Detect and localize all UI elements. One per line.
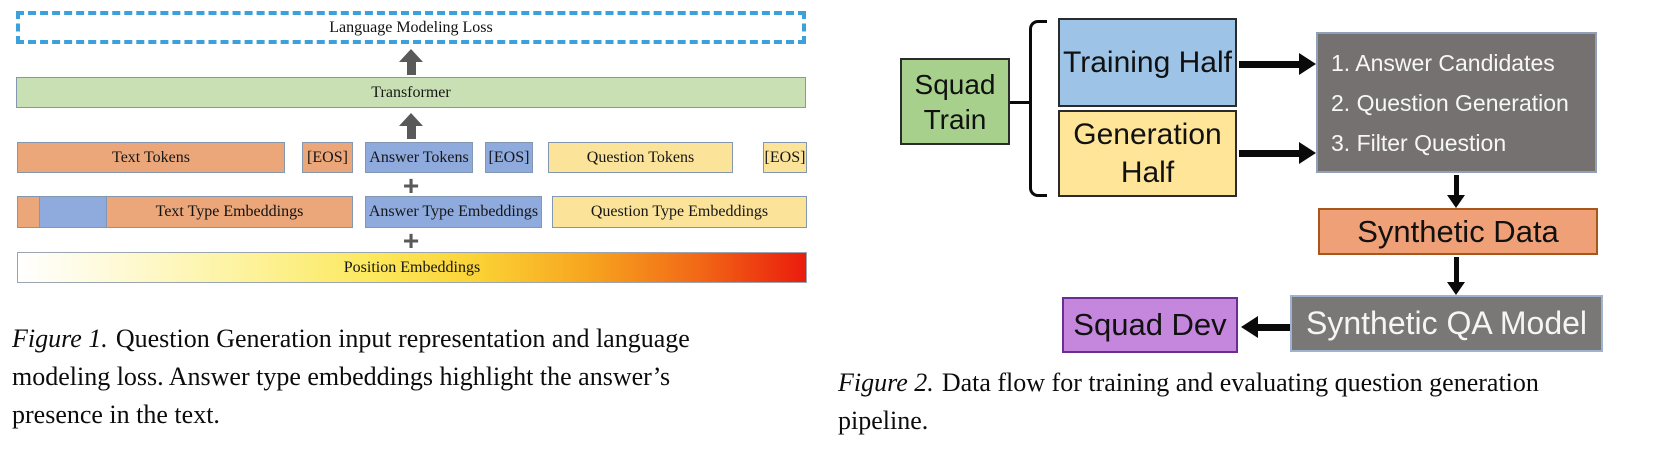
- arrow-head: [1447, 282, 1465, 295]
- split-bracket: [1029, 20, 1047, 197]
- eos-box-text: [EOS]: [302, 142, 353, 173]
- up-arrow-icon: [399, 113, 423, 139]
- eos-label: [EOS]: [488, 148, 530, 166]
- arrow-down-icon: [1447, 257, 1465, 295]
- answer-tokens-label: Answer Tokens: [369, 148, 469, 166]
- answer-type-embeddings-label: Answer Type Embeddings: [368, 203, 539, 220]
- eos-box-question: [EOS]: [763, 142, 807, 173]
- pipeline-step: 1. Answer Candidates: [1331, 49, 1555, 76]
- squad-train-label: Squad Train: [914, 68, 996, 135]
- figure2-label: Figure 2.: [838, 368, 934, 397]
- caption-line: Figure 2.Data flow for training and eval…: [838, 364, 1539, 402]
- caption-text: Data flow for training and evaluating qu…: [941, 368, 1539, 397]
- synthetic-data-label: Synthetic Data: [1357, 213, 1559, 249]
- arrow-shaft: [1453, 175, 1459, 195]
- arrow-shaft: [1258, 323, 1290, 331]
- arrow-head: [399, 113, 423, 126]
- arrow-head: [399, 49, 423, 62]
- figure1-caption: Figure 1.Question Generation input repre…: [12, 320, 690, 434]
- squad-train-box: Squad Train: [900, 58, 1010, 145]
- synthetic-qa-model-box: Synthetic QA Model: [1290, 295, 1603, 352]
- figure2-caption: Figure 2.Data flow for training and eval…: [838, 364, 1539, 440]
- transformer-box: Transformer: [16, 77, 806, 108]
- generation-half-box: Generation Half: [1058, 110, 1237, 197]
- position-embeddings-label: Position Embeddings: [343, 258, 481, 276]
- text-type-segment-orange: [18, 197, 39, 227]
- text-type-embeddings-box: Text Type Embeddings: [17, 196, 353, 228]
- caption-line: presence in the text.: [12, 400, 220, 429]
- question-type-embeddings-label: Question Type Embeddings: [590, 203, 769, 220]
- arrow-head: [1447, 195, 1465, 208]
- arrow-down-icon: [1447, 175, 1465, 208]
- pipeline-steps-box: 1. Answer Candidates 2. Question Generat…: [1316, 32, 1597, 173]
- plus-icon: +: [402, 170, 420, 201]
- bracket-connector-line: [1010, 101, 1030, 104]
- arrow-head: [1241, 316, 1258, 338]
- synthetic-qa-model-label: Synthetic QA Model: [1305, 305, 1588, 341]
- arrow-head: [1299, 53, 1316, 75]
- training-half-box: Training Half: [1058, 18, 1237, 107]
- text-type-embeddings-label: Text Type Embeddings: [155, 203, 304, 220]
- answer-highlight-segment: [39, 197, 107, 227]
- question-tokens-label: Question Tokens: [586, 148, 695, 166]
- answer-type-embeddings-box: Answer Type Embeddings: [365, 196, 542, 228]
- transformer-label: Transformer: [371, 83, 451, 101]
- arrow-shaft: [406, 126, 416, 139]
- up-arrow-icon: [399, 49, 423, 75]
- arrow-right-icon: [1239, 53, 1316, 75]
- squad-dev-label: Squad Dev: [1073, 307, 1227, 342]
- caption-line: modeling loss. Answer type embeddings hi…: [12, 362, 671, 391]
- generation-half-label: Generation Half: [1073, 117, 1222, 189]
- caption-line: Figure 1.Question Generation input repre…: [12, 320, 690, 358]
- position-embeddings-bar: Position Embeddings: [17, 252, 807, 283]
- caption-line: pipeline.: [838, 406, 929, 435]
- arrow-head: [1299, 142, 1316, 164]
- eos-label: [EOS]: [764, 148, 806, 166]
- question-type-embeddings-box: Question Type Embeddings: [552, 196, 807, 228]
- text-tokens-label: Text Tokens: [112, 148, 190, 166]
- arrow-shaft: [1453, 257, 1459, 282]
- arrow-shaft: [1239, 60, 1299, 68]
- synthetic-data-box: Synthetic Data: [1318, 208, 1598, 255]
- training-half-label: Training Half: [1063, 45, 1232, 79]
- eos-label: [EOS]: [307, 148, 348, 166]
- pipeline-step: 2. Question Generation: [1331, 89, 1569, 116]
- plus-icon: +: [402, 225, 420, 256]
- text-tokens-box: Text Tokens: [17, 142, 285, 173]
- caption-text: Question Generation input representation…: [115, 324, 690, 353]
- eos-box-answer: [EOS]: [485, 142, 533, 173]
- language-modeling-loss-label: Language Modeling Loss: [329, 18, 493, 36]
- question-tokens-box: Question Tokens: [548, 142, 733, 173]
- language-modeling-loss-box: Language Modeling Loss: [16, 11, 806, 44]
- answer-tokens-box: Answer Tokens: [365, 142, 473, 173]
- arrow-left-icon: [1241, 316, 1290, 338]
- arrow-shaft: [406, 62, 416, 75]
- squad-dev-box: Squad Dev: [1062, 297, 1238, 353]
- figure1-label: Figure 1.: [12, 324, 108, 353]
- pipeline-step: 3. Filter Question: [1331, 129, 1507, 156]
- arrow-shaft: [1239, 149, 1299, 157]
- arrow-right-icon: [1239, 142, 1316, 164]
- text-type-embeddings-label-area: Text Type Embeddings: [107, 197, 352, 227]
